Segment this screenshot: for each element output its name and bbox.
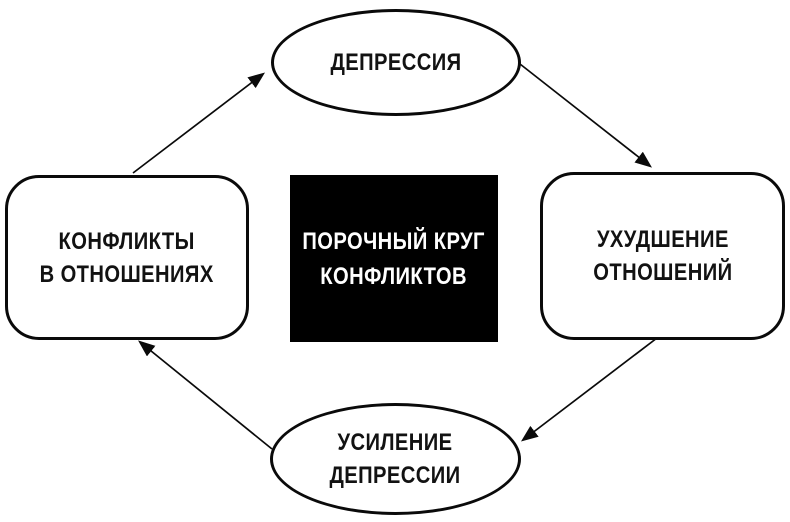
node-relationship-conflicts-label: КОНФЛИКТЫ В ОТНОШЕНИЯХ: [39, 227, 215, 288]
node-worsening-relationships: УХУДШЕНИЕ ОТНОШЕНИЙ: [540, 172, 785, 340]
arrow-right-to-bottom: [520, 337, 658, 442]
arrow-bottom-to-left: [138, 340, 273, 450]
node-increased-depression-label: УСИЛЕНИЕ ДЕПРЕССИИ: [329, 429, 462, 489]
node-depression: ДЕПРЕССИЯ: [271, 9, 521, 116]
center-title-label: ПОРОЧНЫЙ КРУГ КОНФЛИКТОВ: [302, 227, 486, 290]
node-increased-depression: УСИЛЕНИЕ ДЕПРЕССИИ: [270, 403, 521, 515]
node-depression-label: ДЕПРЕССИЯ: [330, 49, 462, 76]
arrow-left-to-top: [132, 72, 266, 174]
center-title-box: ПОРОЧНЫЙ КРУГ КОНФЛИКТОВ: [290, 175, 498, 342]
node-worsening-relationships-label: УХУДШЕНИЕ ОТНОШЕНИЙ: [592, 226, 733, 286]
node-relationship-conflicts: КОНФЛИКТЫ В ОТНОШЕНИЯХ: [5, 175, 249, 340]
arrow-top-to-right: [519, 63, 653, 168]
